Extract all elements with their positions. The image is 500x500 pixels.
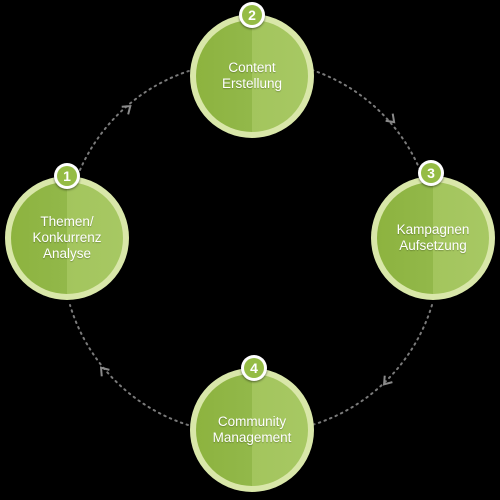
chevron-arrow-icon <box>382 375 393 386</box>
connector-4-to-1 <box>69 304 189 426</box>
step-number-badge: 3 <box>418 160 444 186</box>
step-number: 2 <box>242 5 262 25</box>
connector-1-to-2 <box>79 69 193 171</box>
step-number: 1 <box>57 166 77 186</box>
step-node-1: Themen/ Konkurrenz Analyse <box>5 176 129 300</box>
step-number: 3 <box>421 163 441 183</box>
step-node-4: Community Management <box>190 368 314 492</box>
step-number-badge: 4 <box>241 355 267 381</box>
chevron-arrow-icon <box>385 113 396 124</box>
node-disc <box>196 20 308 132</box>
step-node-3: Kampagnen Aufsetzung <box>371 176 495 300</box>
step-number-badge: 2 <box>239 2 265 28</box>
step-label: Kampagnen Aufsetzung <box>396 222 470 253</box>
step-label: Content Erstellung <box>221 60 283 91</box>
chevron-arrow-icon <box>99 366 110 377</box>
node-disc <box>11 182 123 294</box>
node-disc <box>377 182 489 294</box>
step-number-badge: 1 <box>54 163 80 189</box>
connector-3-to-4 <box>311 304 433 426</box>
node-disc <box>196 374 308 486</box>
step-number: 4 <box>244 358 264 378</box>
chevron-arrow-icon <box>121 104 132 115</box>
connector-2-to-3 <box>311 69 421 171</box>
step-label: Themen/ Konkurrenz Analyse <box>32 214 102 261</box>
step-label: Community Management <box>212 414 292 445</box>
step-node-2: Content Erstellung <box>190 14 314 138</box>
